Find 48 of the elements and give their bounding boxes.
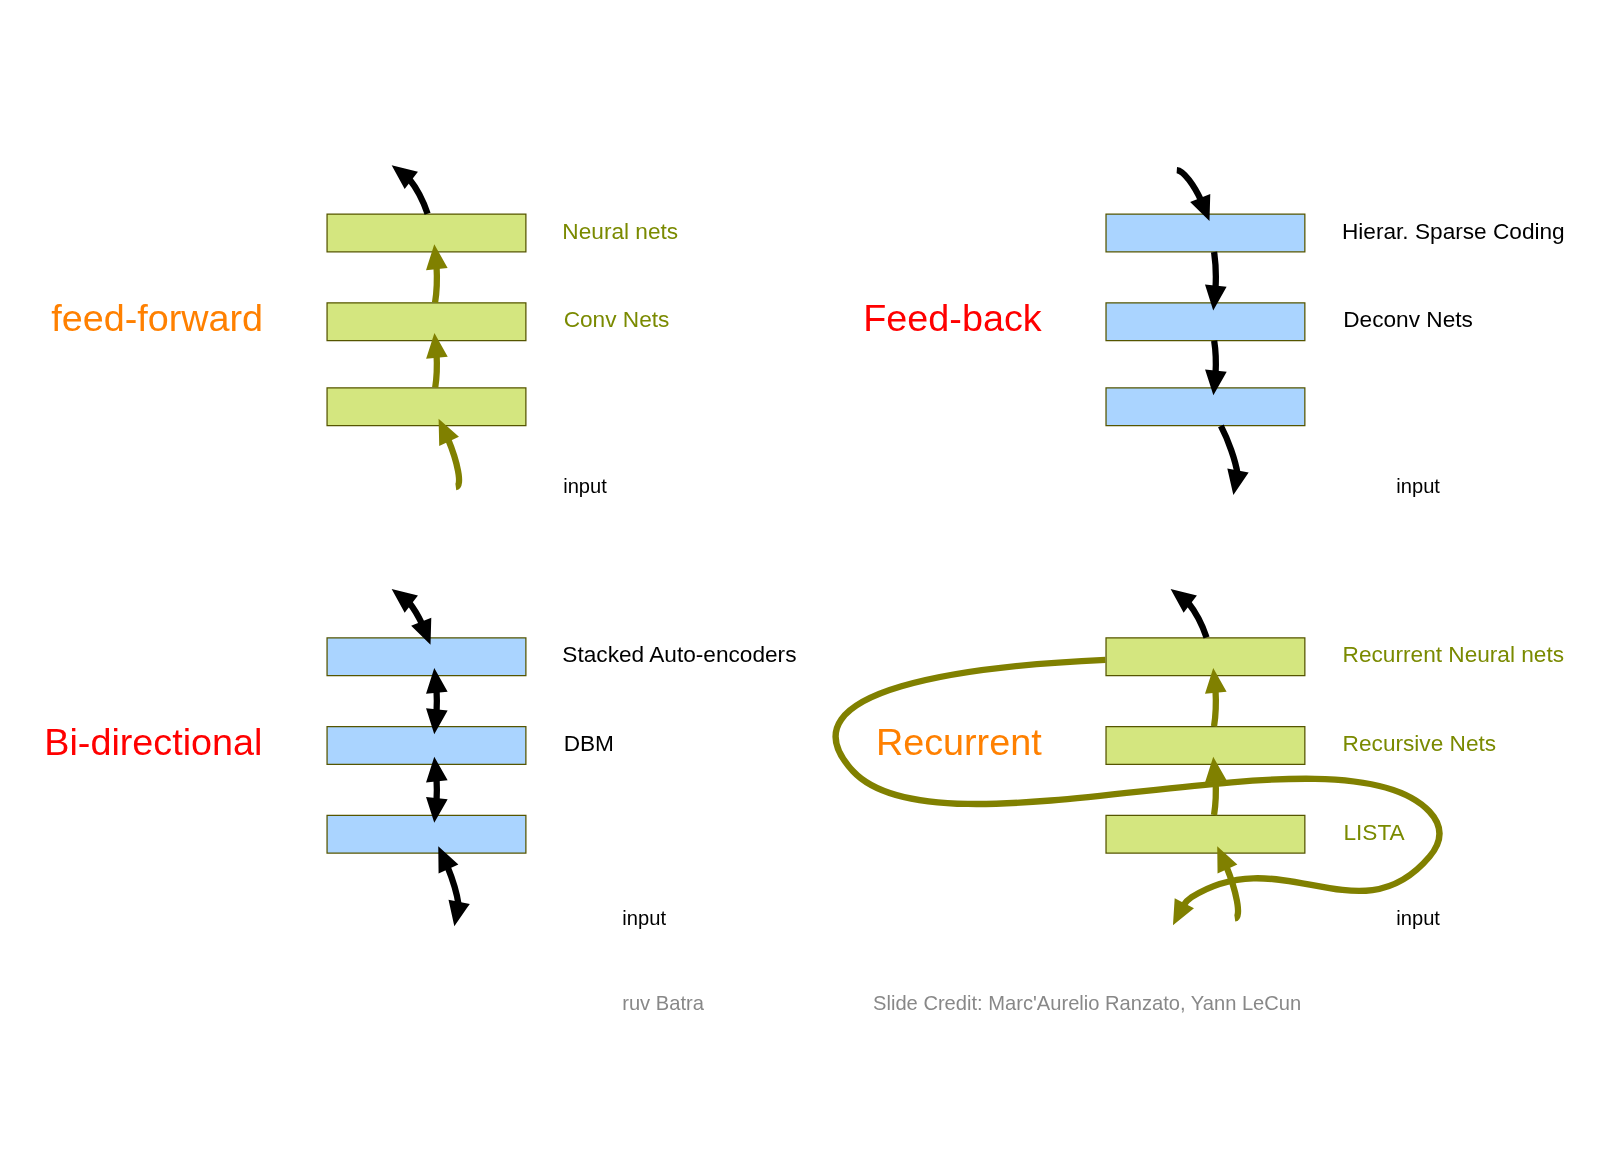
arrow [1205, 251, 1227, 310]
node-box [326, 301, 527, 341]
arrow [1205, 756, 1227, 816]
arrow [1170, 588, 1210, 639]
label: Neural nets [562, 217, 679, 244]
arrow [1205, 339, 1227, 395]
label: DBM [563, 729, 614, 756]
label: Recurrent [875, 720, 1042, 763]
label: input [1396, 474, 1440, 497]
arrow [1217, 845, 1242, 921]
node-box [1105, 725, 1306, 765]
label: Recurrent Neural nets [1342, 640, 1565, 667]
label: ruv Batra [622, 991, 704, 1014]
arrow [1218, 424, 1249, 495]
arrow [438, 418, 463, 490]
label: input [1396, 906, 1440, 929]
arrow [391, 588, 432, 645]
label: input [622, 906, 666, 929]
arrow [426, 332, 448, 388]
label: Hierar. Sparse Coding [1341, 217, 1565, 244]
arrow [1175, 166, 1211, 221]
label: Feed-back [863, 296, 1042, 339]
node-box [326, 213, 527, 252]
label: Deconv Nets [1343, 305, 1473, 332]
arrow [426, 243, 448, 303]
label: Bi-directional [44, 720, 263, 763]
node-box [326, 725, 527, 765]
arrow [1205, 667, 1227, 727]
node-box [326, 814, 527, 854]
label: Recursive Nets [1342, 729, 1497, 756]
label: Stacked Auto-encoders [562, 640, 797, 667]
node-box [326, 386, 527, 426]
label: feed-forward [51, 296, 264, 339]
label: LISTA [1343, 818, 1405, 845]
label: input [563, 474, 607, 497]
node-box [1105, 301, 1306, 341]
arrow [438, 845, 470, 926]
label: Conv Nets [563, 305, 670, 332]
node-box [1105, 213, 1306, 252]
node-box [1105, 386, 1306, 426]
arrow [391, 164, 431, 215]
arrow [426, 756, 448, 823]
node-box [1105, 636, 1306, 676]
arrow [834, 656, 1443, 925]
node-box [1105, 814, 1306, 854]
arrow [426, 667, 448, 734]
label: Slide Credit: Marc'Aurelio Ranzato, Yann LeCun [873, 991, 1302, 1014]
node-box [326, 636, 527, 676]
